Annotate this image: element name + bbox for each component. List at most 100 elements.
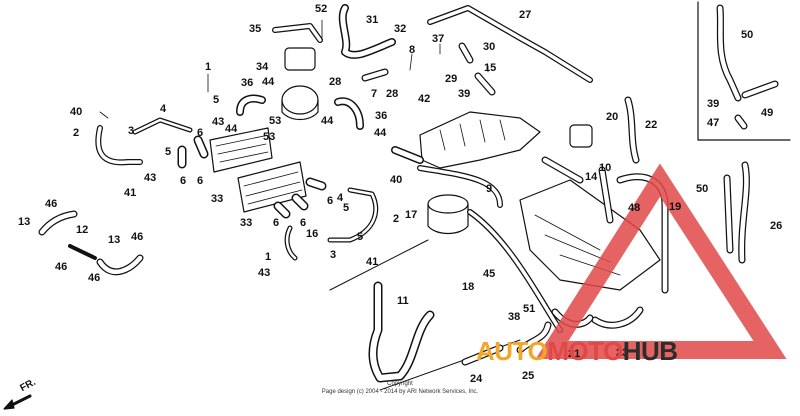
watermark-auto: AUTO — [476, 336, 548, 366]
callout-6f: 6 — [327, 195, 334, 207]
callout-23: 23 — [616, 347, 629, 359]
copyright-line1: Copyright — [387, 381, 413, 387]
watermark-logo: AUTOMOTOHUB — [476, 336, 678, 367]
control-valve-33-upper — [209, 127, 273, 173]
valve-12 — [68, 244, 97, 260]
callout-28a: 28 — [329, 76, 342, 88]
callout-30: 30 — [483, 41, 496, 53]
callout-14: 14 — [585, 171, 598, 183]
callout-44b: 44 — [321, 115, 334, 127]
callout-6e: 6 — [300, 217, 307, 229]
callout-51: 51 — [523, 303, 536, 315]
callout-41a: 41 — [124, 187, 137, 199]
callout-6a: 6 — [197, 127, 204, 139]
throttle-body-assembly — [519, 179, 661, 291]
callout-11: 11 — [397, 295, 409, 307]
callout-32: 32 — [394, 23, 407, 35]
callout-43b: 43 — [144, 172, 157, 184]
callout-39a: 39 — [458, 88, 471, 100]
inset-frame — [697, 1, 791, 141]
callout-25: 25 — [522, 370, 535, 382]
callout-2a: 2 — [73, 127, 80, 139]
control-valve-33-lower — [237, 161, 307, 213]
bracket-34 — [284, 47, 316, 71]
callout-36b: 36 — [375, 110, 388, 122]
callout-50b: 50 — [696, 183, 709, 195]
callout-6b: 6 — [180, 175, 187, 187]
callout-4b: 4 — [337, 192, 344, 204]
callout-28b: 28 — [386, 88, 399, 100]
callout-46b: 46 — [55, 261, 68, 273]
intake-manifold — [419, 111, 541, 169]
callout-52: 52 — [315, 3, 328, 15]
callout-46a: 46 — [45, 198, 58, 210]
callout-5a: 5 — [213, 94, 220, 106]
callout-45: 45 — [483, 268, 496, 280]
callout-44d: 44 — [374, 127, 387, 139]
callout-7: 7 — [371, 88, 378, 100]
callout-10: 10 — [599, 162, 612, 174]
callout-3a: 3 — [128, 125, 135, 137]
callout-35: 35 — [249, 23, 262, 35]
callout-53b: 53 — [263, 131, 276, 143]
copyright-line2: Page design (c) 2004 - 2014 by ARI Netwo… — [321, 389, 479, 395]
callout-34: 34 — [256, 61, 269, 73]
callout-6d: 6 — [273, 217, 280, 229]
callout-19: 19 — [669, 201, 682, 213]
callout-24: 24 — [470, 373, 483, 385]
callout-37: 37 — [432, 33, 445, 45]
callout-20: 20 — [606, 111, 619, 123]
callout-4a: 4 — [160, 103, 167, 115]
chamber-17 — [427, 194, 469, 214]
callout-46d: 46 — [131, 231, 144, 243]
callout-33b: 33 — [240, 217, 253, 229]
callout-6c: 6 — [197, 175, 204, 187]
watermark-triangle — [535, 163, 787, 359]
callout-53a: 53 — [269, 115, 282, 127]
callout-16: 16 — [306, 228, 319, 240]
callout-36a: 36 — [241, 77, 254, 89]
callout-2b: 2 — [393, 213, 400, 225]
callout-18: 18 — [462, 281, 475, 293]
leader-line-a — [329, 239, 429, 291]
callout-47: 47 — [707, 117, 720, 129]
callout-50a: 50 — [741, 29, 754, 41]
callout-31: 31 — [366, 14, 379, 26]
watermark-hub: HUB — [622, 336, 678, 366]
callout-49: 49 — [761, 107, 774, 119]
pipe-27 — [427, 5, 593, 83]
callout-3b: 3 — [330, 249, 337, 261]
callout-43a: 43 — [212, 116, 225, 128]
callout-5d: 5 — [357, 231, 364, 243]
callout-40b: 40 — [390, 174, 403, 186]
callout-12: 12 — [76, 224, 89, 236]
callout-39b: 39 — [707, 98, 720, 110]
callout-29: 29 — [445, 73, 458, 85]
callout-44c: 44 — [225, 123, 238, 135]
callout-1a: 1 — [205, 61, 212, 73]
callout-26: 26 — [770, 220, 783, 232]
valve-22 — [569, 124, 593, 148]
fr-arrow-head — [3, 399, 15, 410]
callout-44a: 44 — [262, 76, 275, 88]
valve-1 — [281, 85, 319, 115]
watermark-moto: MOTO — [547, 336, 623, 366]
callout-38: 38 — [508, 311, 521, 323]
callout-40a: 40 — [70, 106, 83, 118]
callout-8: 8 — [409, 44, 416, 56]
callout-41b: 41 — [366, 256, 379, 268]
callout-13a: 13 — [18, 216, 31, 228]
callout-9: 9 — [486, 183, 493, 195]
callout-22: 22 — [645, 119, 658, 131]
callout-17: 17 — [405, 209, 418, 221]
callout-33a: 33 — [211, 193, 224, 205]
callout-43c: 43 — [258, 267, 271, 279]
callout-13b: 13 — [108, 234, 121, 246]
callout-48: 48 — [628, 202, 641, 214]
callout-5c: 5 — [343, 202, 350, 214]
callout-27: 27 — [519, 9, 532, 21]
callout-1b: 1 — [265, 251, 272, 263]
callout-21: 21 — [568, 348, 581, 360]
